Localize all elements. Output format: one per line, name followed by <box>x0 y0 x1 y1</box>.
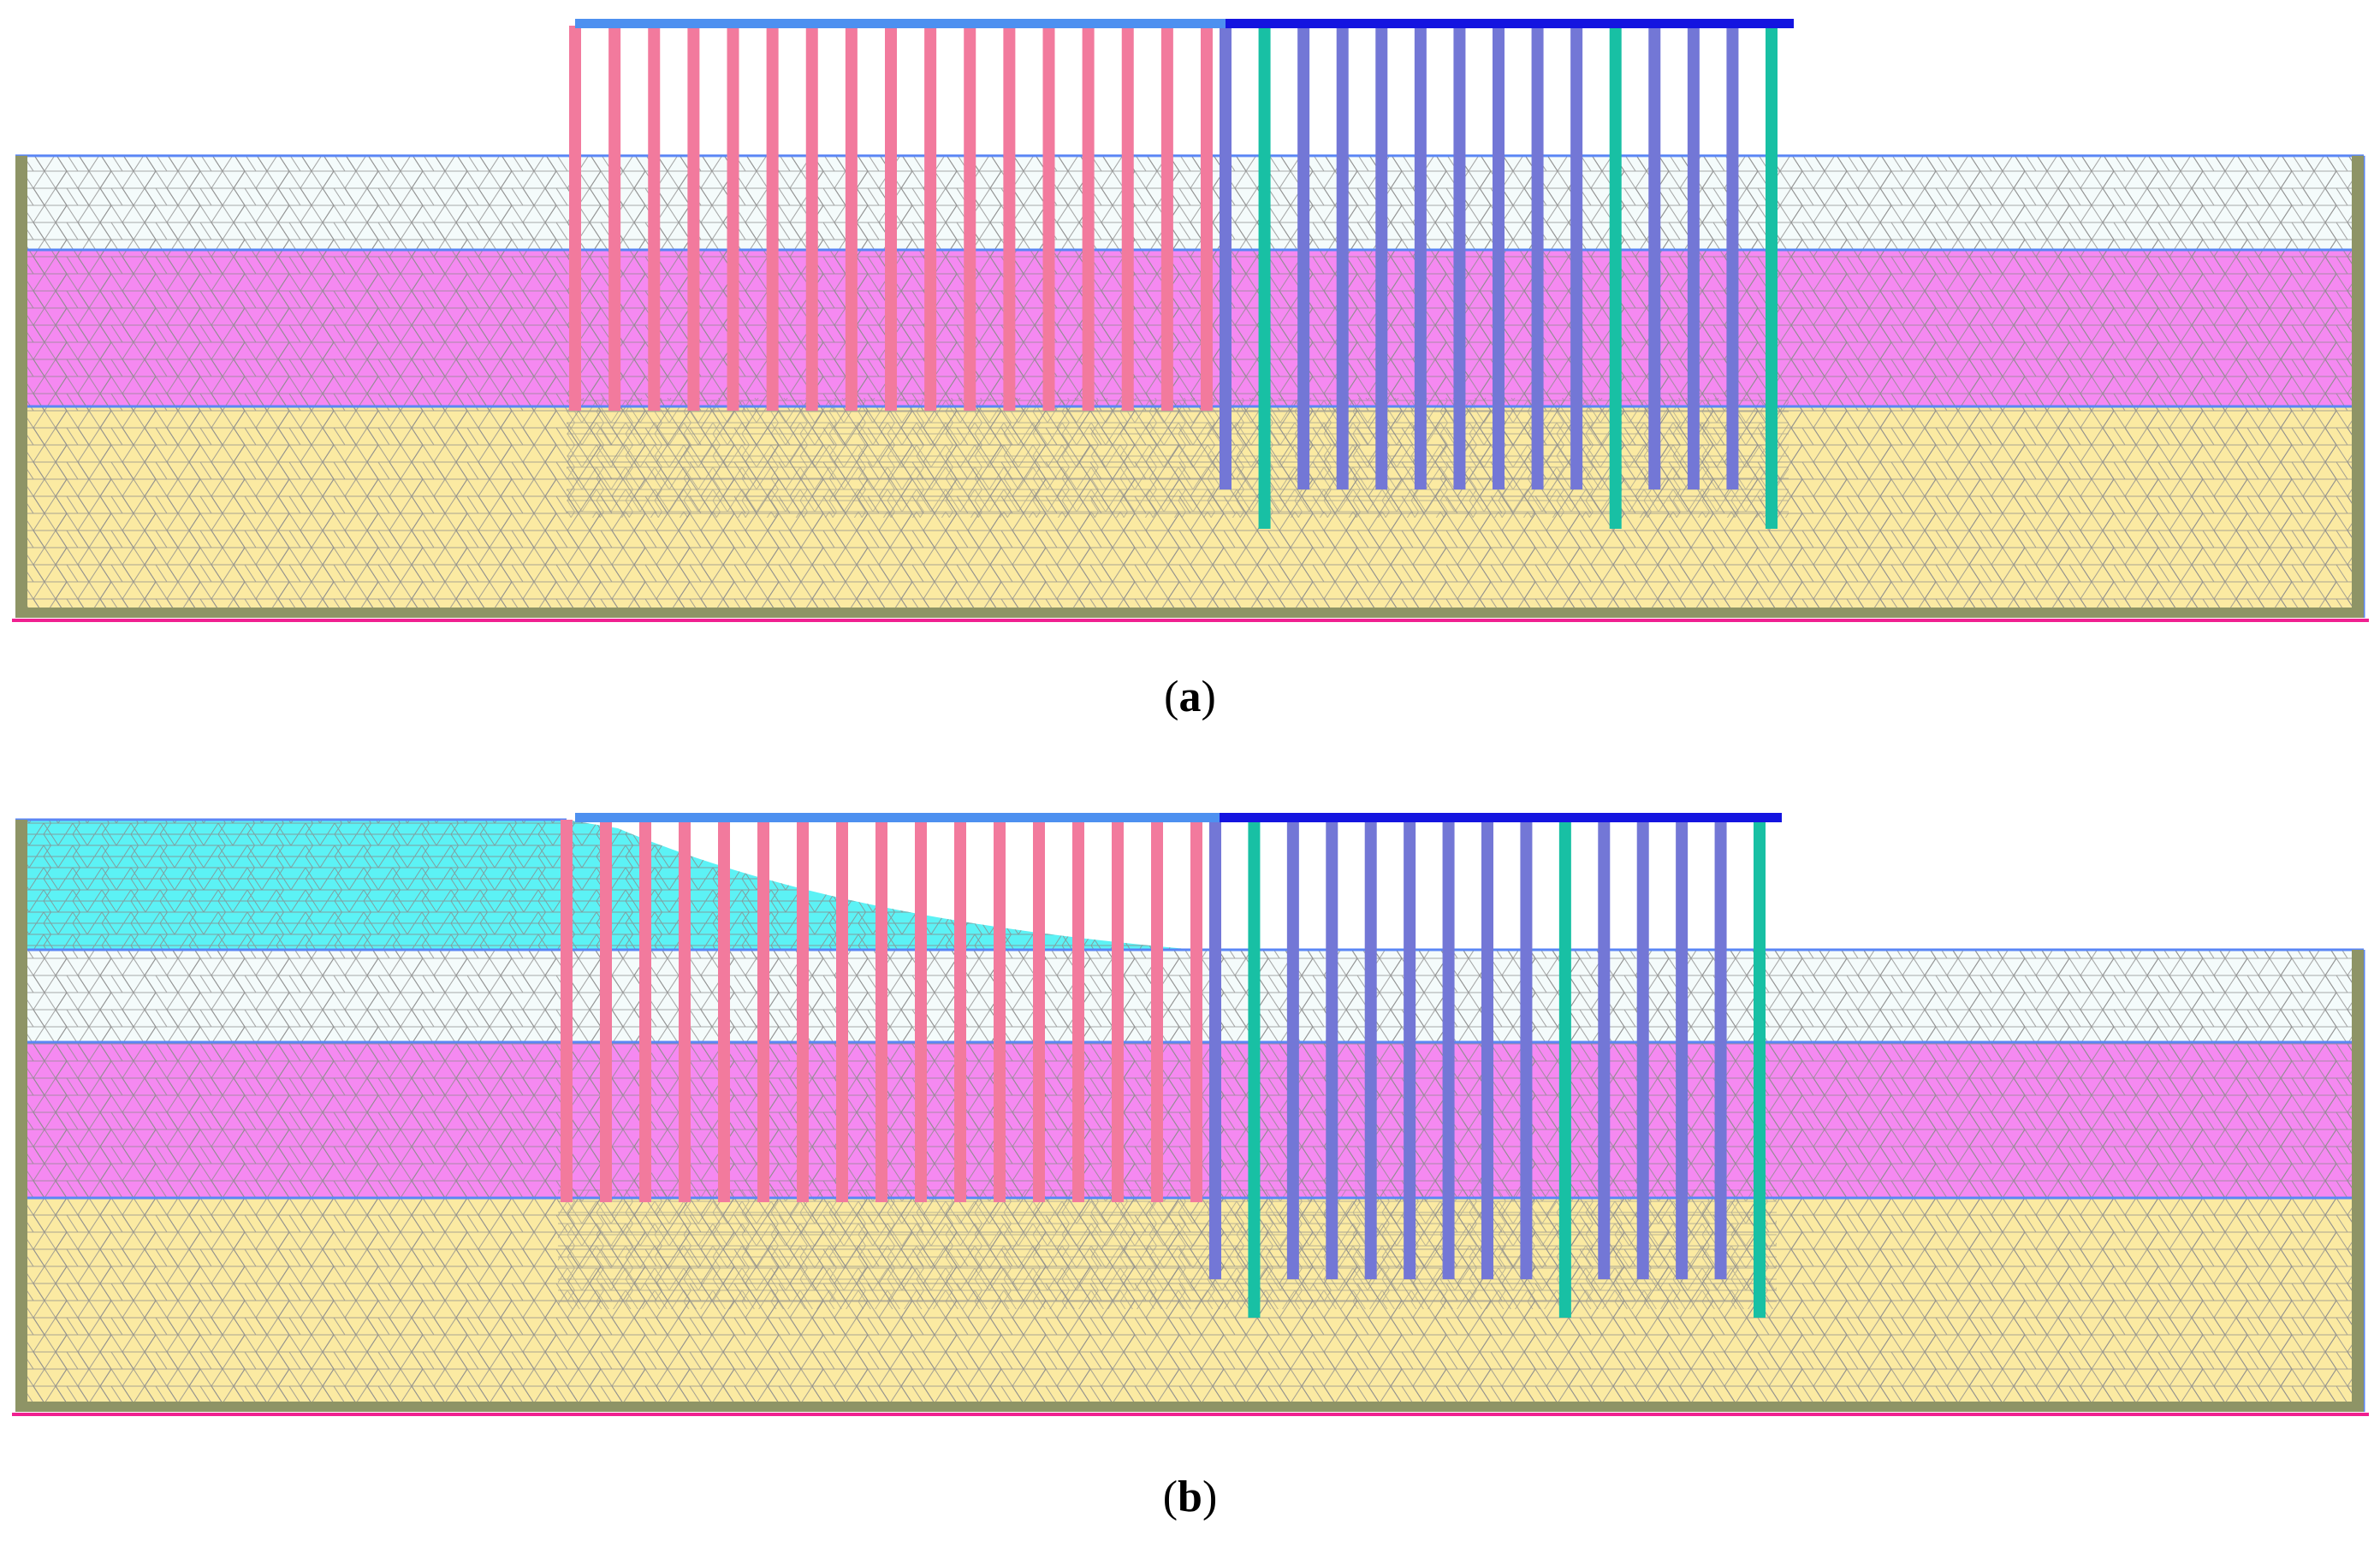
base-plate <box>15 608 2364 618</box>
pile-cap-light <box>575 813 1220 822</box>
pile-pink <box>1042 26 1055 411</box>
pile-cap-dark <box>1226 19 1794 28</box>
pile-pink <box>569 26 581 411</box>
pile-blue <box>1336 26 1349 489</box>
pile-blue <box>1209 820 1221 1279</box>
pile-blue <box>1531 26 1544 489</box>
pile-pink <box>797 820 809 1202</box>
pile-blue <box>1404 820 1416 1279</box>
pile-pink <box>1082 26 1095 411</box>
pile-blue <box>1375 26 1388 489</box>
pile-blue <box>1364 820 1377 1279</box>
mesh-refined-zone <box>567 398 1789 518</box>
caption-a-letter: a <box>1178 673 1202 721</box>
pile-pink <box>845 26 858 411</box>
left-wall <box>15 820 27 1412</box>
pile-green <box>1609 26 1622 529</box>
caption-b: (b) <box>1162 1473 1218 1521</box>
pile-blue <box>1297 26 1310 489</box>
pile-pink <box>1201 26 1213 411</box>
pile-cap-light <box>575 19 1226 28</box>
pile-green <box>1558 820 1571 1318</box>
pile-pink <box>924 26 937 411</box>
right-wall <box>2352 156 2364 618</box>
pile-blue <box>1453 26 1466 489</box>
pile-pink <box>915 820 927 1202</box>
pile-green <box>1258 26 1271 529</box>
pile-pink <box>1033 820 1045 1202</box>
pile-blue <box>1687 26 1700 489</box>
pile-pink <box>1121 26 1134 411</box>
caption-a: (a) <box>1164 673 1216 721</box>
pile-pink <box>875 820 887 1202</box>
pile-pink <box>994 820 1006 1202</box>
pile-pink <box>687 26 700 411</box>
pile-blue <box>1414 26 1427 489</box>
pile-blue <box>1220 26 1232 489</box>
pile-pink <box>1003 26 1016 411</box>
pile-green <box>1754 820 1766 1318</box>
pile-pink <box>600 820 612 1202</box>
pile-cap-dark <box>1220 813 1782 822</box>
mesh-refined-zone <box>558 1189 1777 1309</box>
pile-pink <box>885 26 897 411</box>
pile-blue <box>1481 820 1493 1279</box>
panel-b <box>12 813 2369 1416</box>
pile-blue <box>1648 26 1661 489</box>
pile-pink <box>805 26 818 411</box>
pile-pink <box>1072 820 1084 1202</box>
panel-a <box>12 19 2369 622</box>
pile-pink <box>1151 820 1163 1202</box>
pile-green <box>1248 820 1261 1318</box>
pile-pink <box>727 26 739 411</box>
pile-pink <box>1160 26 1173 411</box>
pile-blue <box>1520 820 1533 1279</box>
pile-blue <box>1636 820 1649 1279</box>
pile-pink <box>954 820 966 1202</box>
pile-pink <box>561 820 573 1202</box>
pile-blue <box>1493 26 1505 489</box>
pile-pink <box>608 26 621 411</box>
pile-pink <box>718 820 730 1202</box>
pile-blue <box>1326 820 1338 1279</box>
pile-blue <box>1726 26 1739 489</box>
pile-pink <box>964 26 976 411</box>
caption-b-letter: b <box>1178 1473 1202 1521</box>
base-plate <box>15 1402 2364 1412</box>
pile-blue <box>1442 820 1455 1279</box>
pile-pink <box>1190 820 1202 1202</box>
pile-blue <box>1570 26 1583 489</box>
pile-pink <box>757 820 769 1202</box>
pile-pink <box>1112 820 1124 1202</box>
left-wall <box>15 156 27 618</box>
pile-blue <box>1714 820 1727 1279</box>
mesh-overlay <box>15 156 2364 618</box>
pile-blue <box>1286 820 1299 1279</box>
right-wall <box>2352 950 2364 1412</box>
pile-blue <box>1676 820 1689 1279</box>
pile-pink <box>836 820 848 1202</box>
pile-pink <box>648 26 661 411</box>
pile-pink <box>639 820 651 1202</box>
pile-blue <box>1598 820 1611 1279</box>
pile-pink <box>679 820 691 1202</box>
pile-pink <box>766 26 779 411</box>
pile-green <box>1766 26 1778 529</box>
mesh-overlay <box>15 950 2364 1412</box>
